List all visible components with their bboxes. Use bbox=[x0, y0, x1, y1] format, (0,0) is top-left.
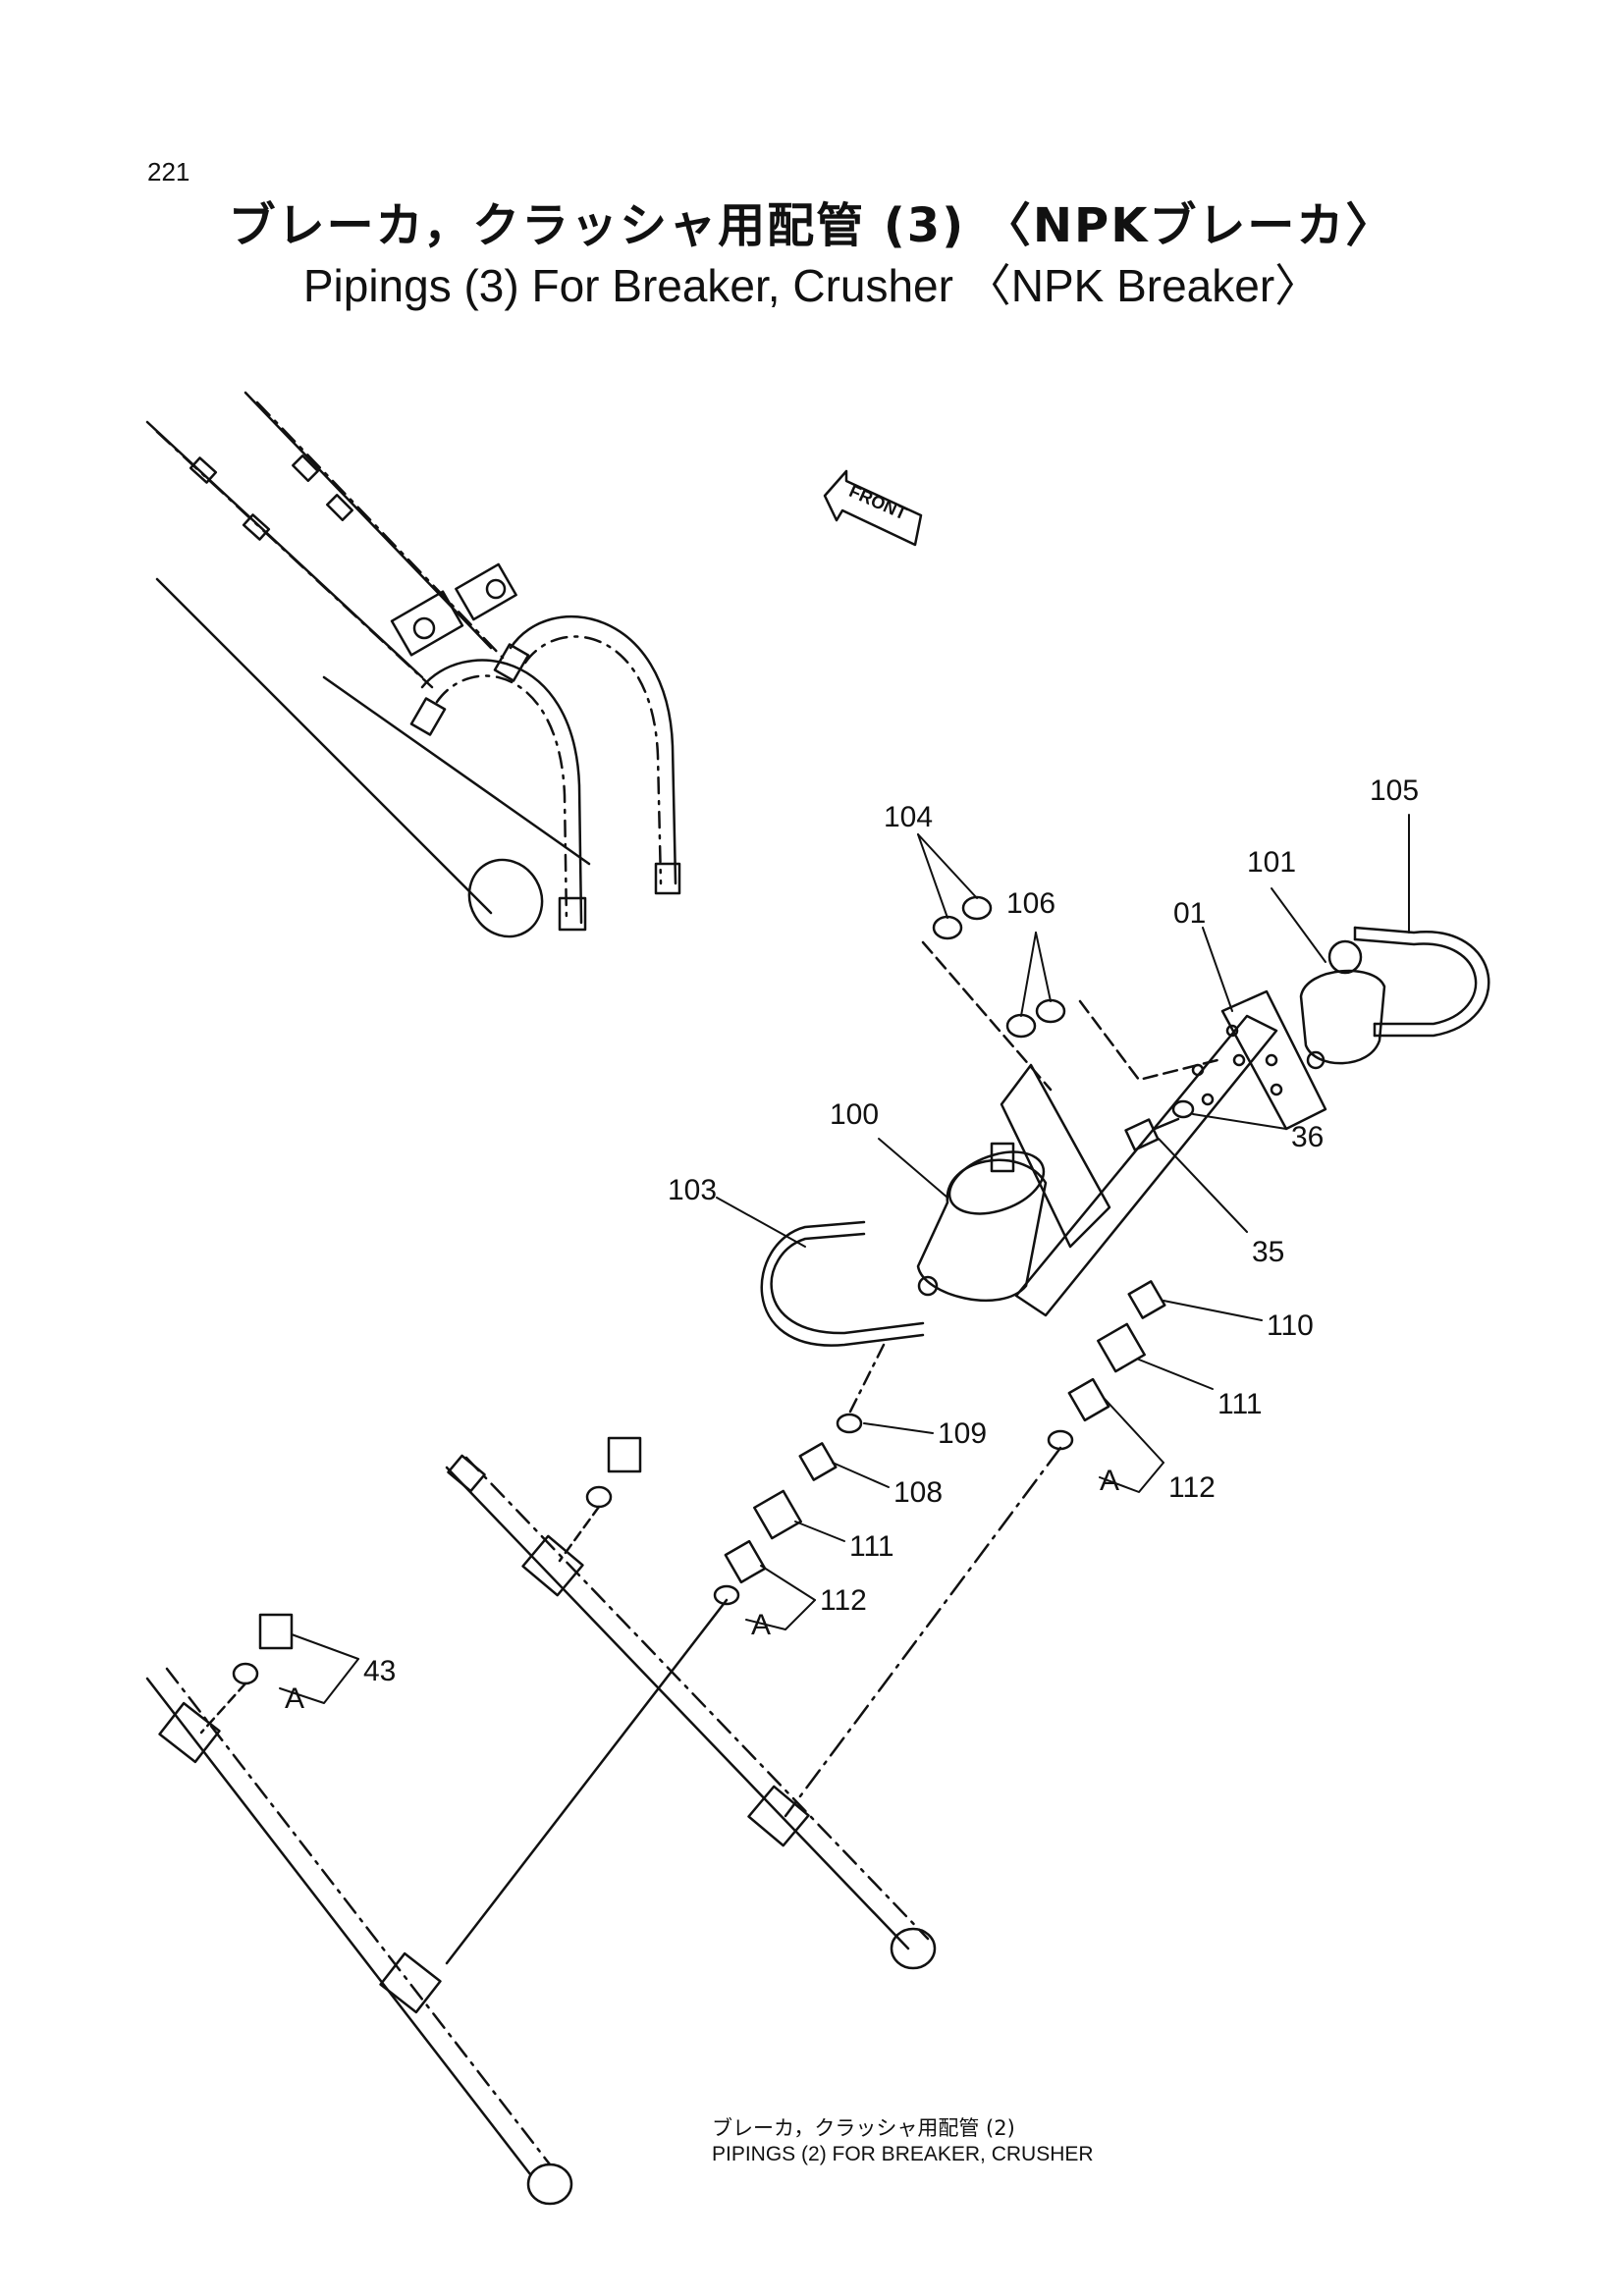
reference-note-english: PIPINGS (2) FOR BREAKER, CRUSHER bbox=[712, 2143, 1094, 2165]
page-title-english: Pipings (3) For Breaker, Crusher 〈NPK Br… bbox=[302, 260, 1321, 311]
callout-43: 43 bbox=[363, 1655, 396, 1687]
callout-110: 110 bbox=[1267, 1309, 1314, 1342]
callout-A-left: A bbox=[751, 1609, 771, 1641]
callout-A-plug: A bbox=[285, 1682, 304, 1715]
callout-leaders bbox=[279, 814, 1410, 1704]
reference-note-japanese: ブレーカ，クラッシャ用配管 (2) bbox=[712, 2116, 1015, 2140]
page-title-japanese: ブレーカ，クラッシャ用配管 (3) 〈NPKブレーカ〉 bbox=[228, 198, 1395, 253]
bracket-assembly bbox=[760, 895, 1490, 1347]
callout-109: 109 bbox=[938, 1417, 987, 1450]
callout-111-right: 111 bbox=[1217, 1388, 1263, 1420]
fittings-right-chain bbox=[1047, 1280, 1166, 1451]
callout-112-left: 112 bbox=[820, 1584, 867, 1617]
callout-101: 101 bbox=[1247, 846, 1296, 879]
callout-103: 103 bbox=[668, 1174, 717, 1206]
front-arrow-icon bbox=[823, 469, 923, 547]
callout-106: 106 bbox=[1006, 887, 1055, 920]
fittings-left-chain bbox=[713, 1343, 886, 1606]
lower-pipes bbox=[145, 1436, 1062, 2206]
callout-01: 01 bbox=[1173, 897, 1206, 930]
boom-section bbox=[145, 391, 681, 938]
callout-111-left: 111 bbox=[849, 1530, 894, 1563]
callout-35: 35 bbox=[1252, 1236, 1284, 1268]
callout-112-right: 112 bbox=[1168, 1471, 1216, 1504]
callout-105: 105 bbox=[1370, 774, 1419, 807]
page-number: 221 bbox=[147, 157, 190, 187]
callout-104: 104 bbox=[884, 801, 933, 833]
callout-A-right: A bbox=[1100, 1465, 1119, 1497]
callout-100: 100 bbox=[830, 1098, 879, 1131]
callout-108: 108 bbox=[893, 1476, 943, 1509]
callout-labels: 105 104 101 106 01 100 103 36 35 110 111… bbox=[285, 481, 1419, 1715]
callout-36: 36 bbox=[1291, 1121, 1324, 1153]
